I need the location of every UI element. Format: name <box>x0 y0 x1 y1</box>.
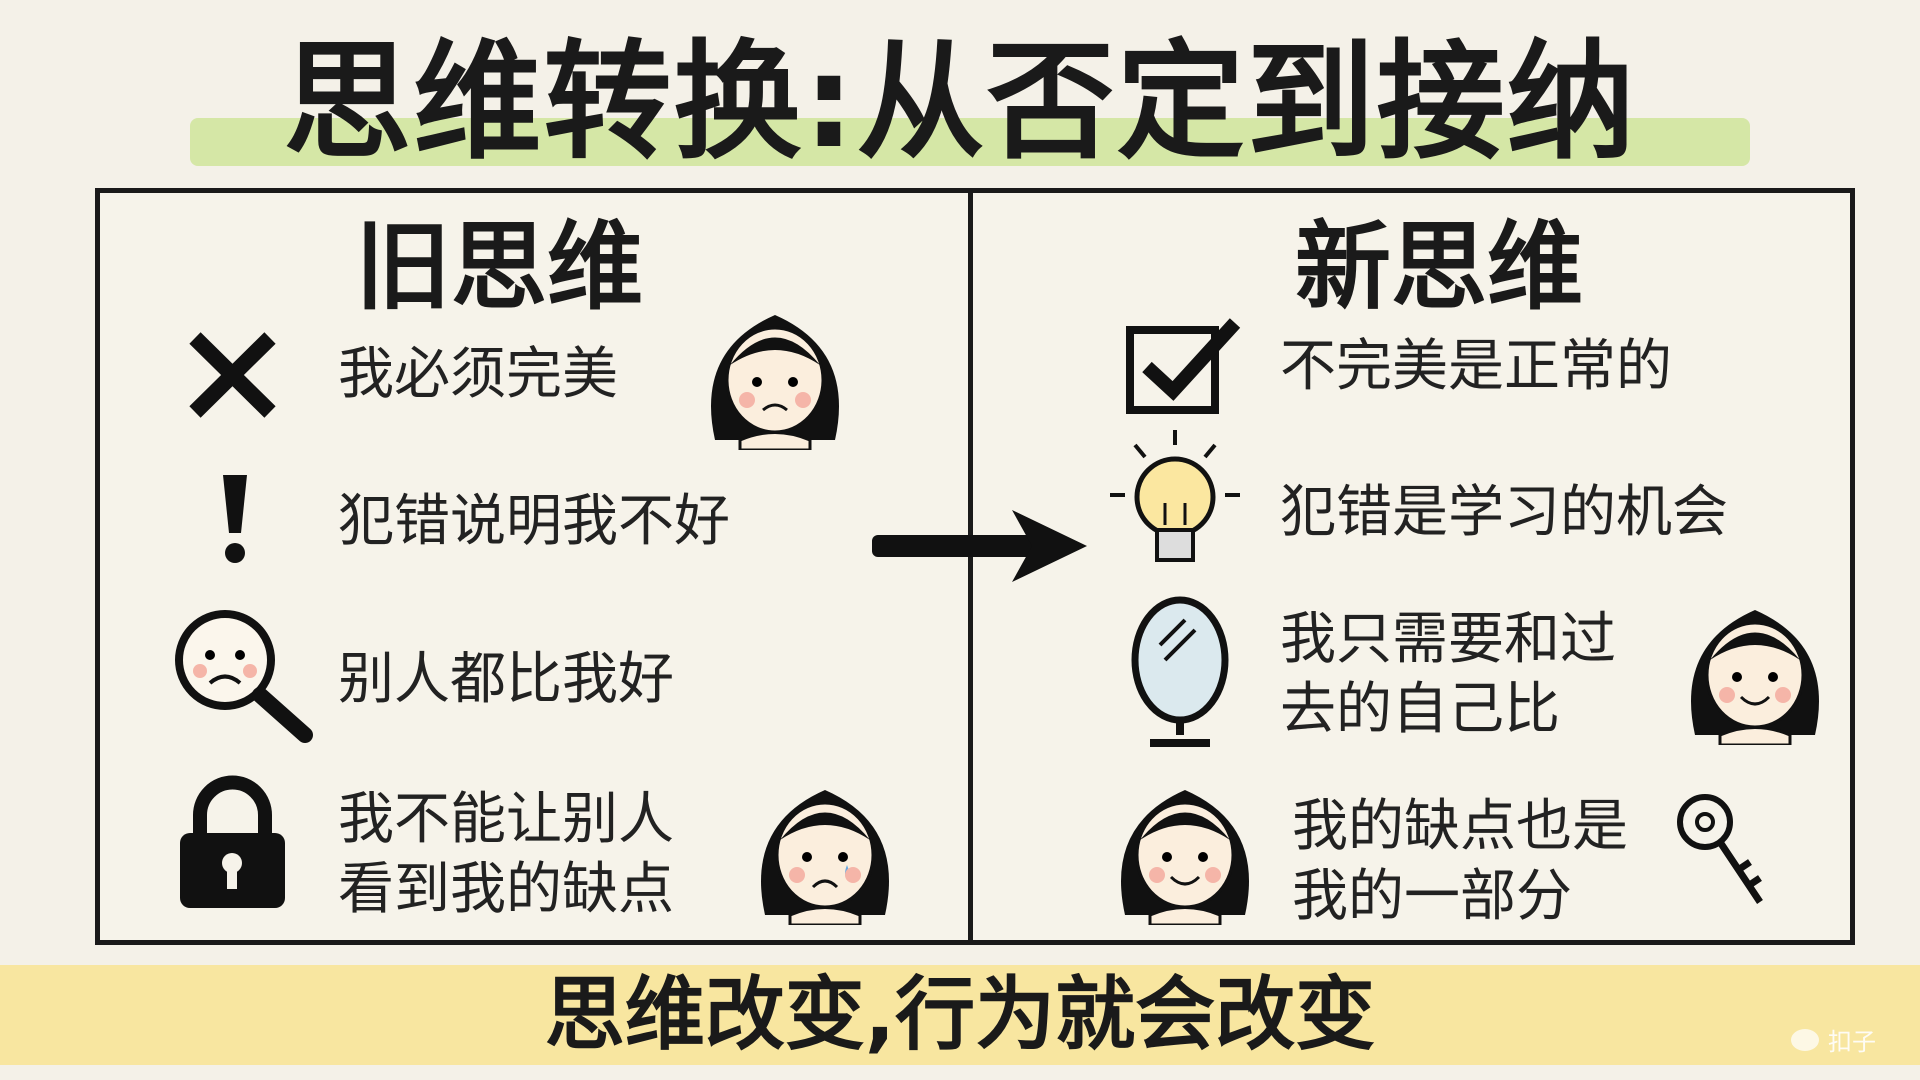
magnifier-sad-icon <box>175 610 313 743</box>
divider <box>968 188 973 945</box>
old-item-4-line2: 看到我的缺点 <box>338 857 674 922</box>
crying-girl-illustration <box>761 790 889 925</box>
watermark-text: 扣子 <box>1828 1028 1876 1056</box>
checkbox-icon <box>1126 318 1241 414</box>
new-item-4-line2: 我的一部分 <box>1292 864 1572 929</box>
old-item-1: 我必须完美 <box>338 342 618 407</box>
exclamation-icon <box>223 475 247 563</box>
old-item-2: 犯错说明我不好 <box>338 489 730 554</box>
title-highlight <box>190 118 1750 166</box>
new-item-3-line2: 去的自己比 <box>1280 677 1560 742</box>
new-item-1: 不完美是正常的 <box>1280 334 1672 399</box>
key-icon <box>1677 794 1763 904</box>
logo-icon <box>1791 1028 1819 1051</box>
page-title: 思维转换:从否定到接纳 <box>283 28 1637 177</box>
lock-icon <box>180 775 285 908</box>
sad-girl-illustration <box>711 315 839 450</box>
lightbulb-icon <box>1110 430 1240 562</box>
smiling-girl-illustration <box>1121 790 1249 925</box>
old-item-3: 别人都比我好 <box>338 647 674 712</box>
arrow-right-icon <box>872 510 1087 582</box>
motto: 思维改变,行为就会改变 <box>544 968 1376 1061</box>
new-item-4-line1: 我的缺点也是 <box>1292 794 1628 859</box>
watermark: 扣子 <box>1790 1022 1876 1057</box>
happy-girl-illustration <box>1691 610 1819 745</box>
old-item-4-line1: 我不能让别人 <box>338 787 674 852</box>
x-icon <box>189 332 276 418</box>
mirror-icon <box>1131 596 1229 747</box>
new-item-3-line1: 我只需要和过 <box>1280 607 1616 672</box>
new-item-2: 犯错是学习的机会 <box>1280 480 1728 545</box>
motto-band <box>0 965 1920 1065</box>
new-heading: 新思维 <box>1295 211 1583 323</box>
old-heading: 旧思维 <box>355 211 643 323</box>
comparison-box <box>95 188 1855 945</box>
